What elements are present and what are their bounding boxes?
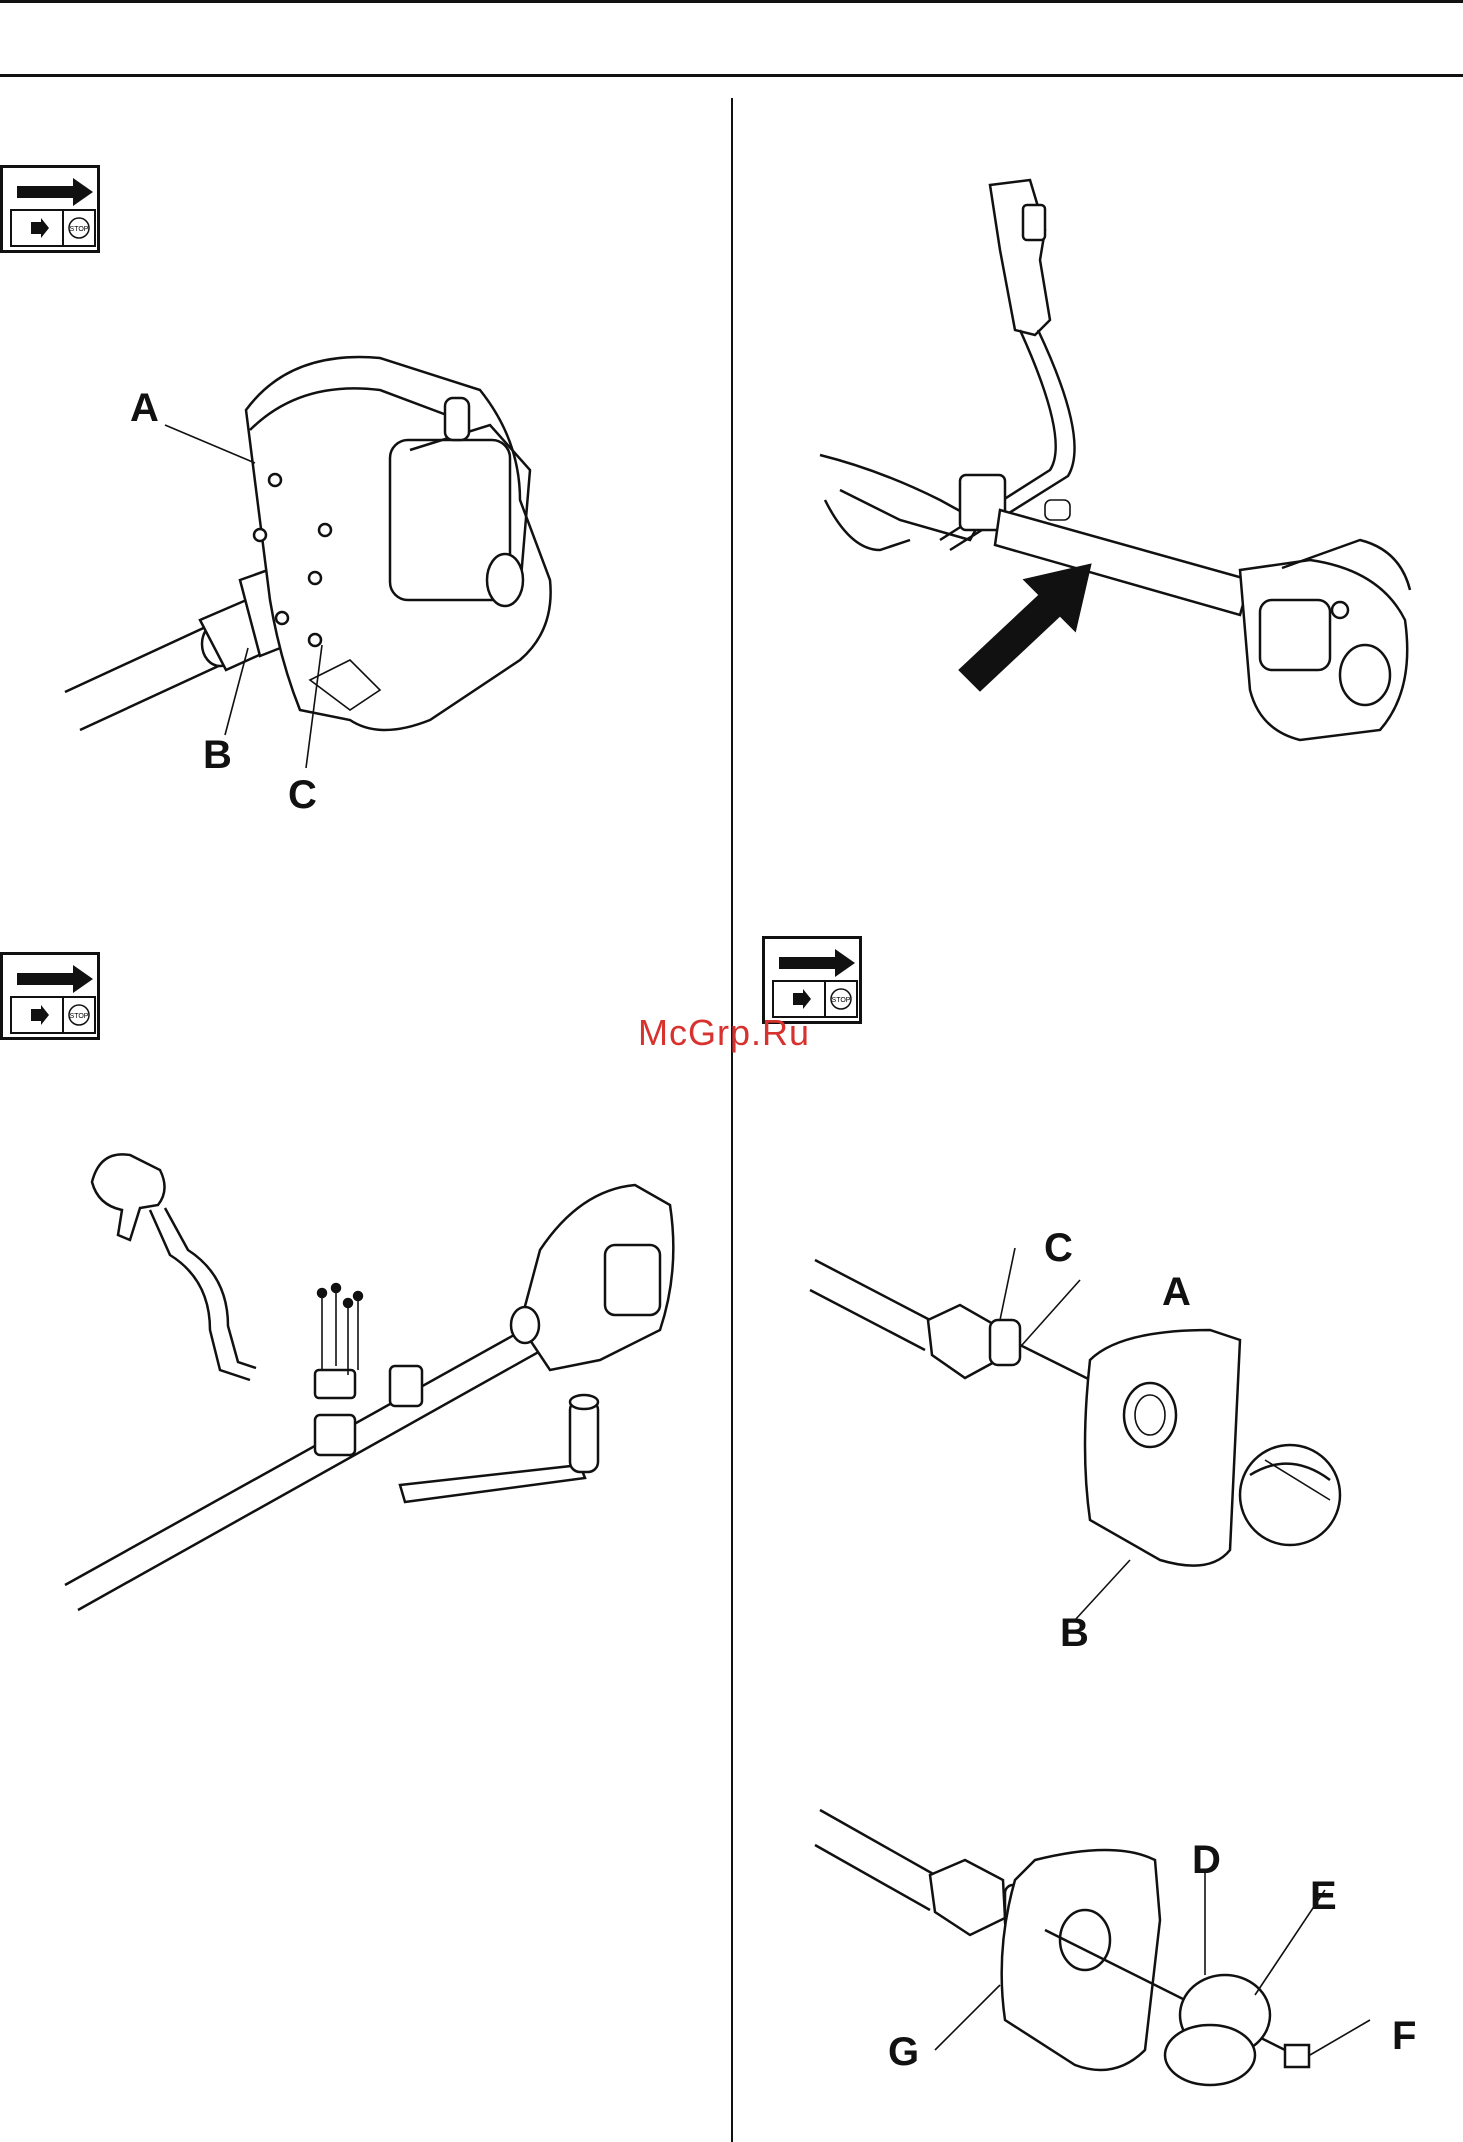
watermark: McGrp.Ru: [638, 1012, 810, 1054]
cable2-callout-g: G: [888, 2032, 919, 2072]
svg-text:STOP: STOP: [832, 997, 851, 1004]
top-rule: [0, 0, 1463, 3]
callout-c: C: [288, 775, 317, 815]
cable1-callout-a: A: [1162, 1272, 1191, 1312]
shaft-grip-figure: [60, 1130, 700, 1610]
header-rule: [0, 74, 1463, 77]
column-divider: [731, 98, 733, 2142]
cable1-callout-b: B: [1060, 1613, 1089, 1653]
svg-text:STOP: STOP: [70, 1013, 89, 1020]
callout-b: B: [203, 735, 232, 775]
handle-assembly-figure: [820, 170, 1420, 750]
cable-detail-1-figure: [810, 1250, 1370, 1590]
cable1-callout-c: C: [1044, 1228, 1073, 1268]
svg-text:STOP: STOP: [70, 226, 89, 233]
cable2-callout-f: F: [1392, 2016, 1416, 2056]
arrow-stop-badge-icon: STOP: [762, 936, 862, 1024]
cable2-callout-e: E: [1310, 1876, 1337, 1916]
cable2-callout-d: D: [1192, 1840, 1221, 1880]
callout-a: A: [130, 388, 159, 428]
arrow-stop-badge-icon: STOP: [0, 952, 100, 1040]
arrow-stop-badge-icon: STOP: [0, 165, 100, 253]
